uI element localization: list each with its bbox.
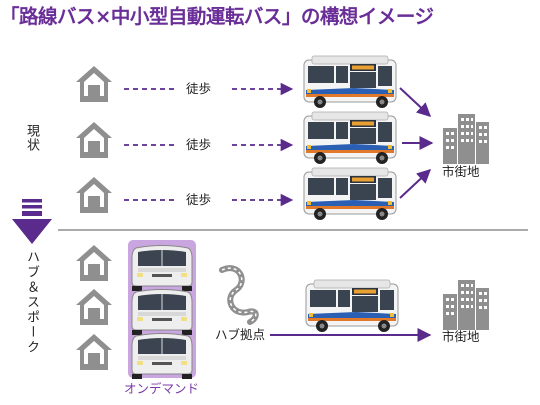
route-bus-image — [303, 167, 397, 221]
hub-label: ハブ拠点 — [215, 327, 266, 342]
autonomous-shuttle-image — [131, 289, 193, 336]
autonomous-shuttle-image — [131, 245, 193, 292]
home-icon — [76, 245, 112, 281]
autonomous-shuttle-image — [131, 333, 193, 380]
home-icon — [76, 177, 112, 213]
winding-route-icon — [219, 265, 259, 325]
walk-label: 徒歩 — [186, 81, 212, 96]
home-icon — [76, 122, 112, 158]
city-label: 市街地 — [442, 329, 480, 344]
route-bus-image — [305, 279, 399, 333]
route-bus-image — [303, 111, 397, 165]
home-icon — [76, 289, 112, 325]
route-bus-image — [303, 55, 397, 109]
walk-label: 徒歩 — [186, 192, 212, 207]
hub-and-spoke-label: ハブ＆スポーク — [24, 250, 39, 355]
city-building-icon — [443, 114, 489, 164]
page-title: 「路線バス×中小型自動運転バス」の構想イメージ — [0, 5, 434, 28]
walk-label: 徒歩 — [186, 137, 212, 152]
home-icon — [76, 66, 112, 102]
home-icon — [76, 334, 112, 370]
on-demand-label: オンデマンド — [124, 381, 200, 396]
bus-to-city-arrow — [399, 169, 432, 199]
transition-down-arrow — [12, 199, 52, 244]
current-section-label: 現状 — [24, 124, 39, 152]
bus-to-city-arrow — [399, 87, 432, 117]
city-building-icon — [443, 280, 489, 330]
city-label: 市街地 — [442, 164, 480, 179]
